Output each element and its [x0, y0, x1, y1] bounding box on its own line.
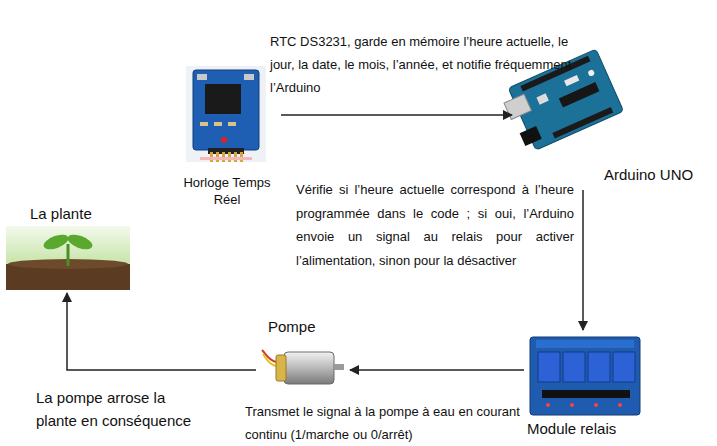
rtc-module-picture-part — [200, 157, 252, 160]
rtc-module-picture-part — [214, 122, 222, 126]
arduino-board-picture-part — [559, 82, 600, 107]
rtc-module-picture-part — [186, 66, 266, 162]
plant-picture-part — [6, 226, 130, 290]
component-label: Pompe — [268, 318, 316, 336]
rtc-module-picture-part — [228, 122, 236, 126]
relay-module-picture-part — [588, 352, 610, 382]
arduino-board-picture-part — [587, 69, 595, 77]
rtc-module-picture-part — [193, 70, 259, 150]
rtc-module-picture-part — [221, 137, 227, 143]
rtc-module-picture-part — [205, 84, 241, 114]
component-label: Arduino UNO — [604, 166, 693, 184]
arduino-board-picture-part — [552, 107, 613, 139]
component-node: Module relais — [524, 330, 646, 442]
arduino-board-picture-part — [564, 75, 579, 86]
pump-motor-picture-part — [276, 355, 286, 381]
relay-module-picture-part — [546, 403, 550, 407]
flow-arrow — [582, 190, 584, 330]
edge-description: Vérifie si l’heure actuelle correspond à… — [296, 178, 574, 272]
arduino-board-picture-part — [536, 93, 548, 104]
plant-picture-part — [66, 232, 95, 252]
plant-picture-part — [42, 232, 71, 252]
pump-motor-picture — [262, 350, 344, 384]
edge-description: RTC DS3231, garde en mémoire l’heure act… — [270, 30, 575, 99]
flow-arrow — [350, 369, 524, 371]
rtc-module-picture-part — [244, 74, 254, 80]
relay-module-picture-part — [570, 403, 574, 407]
component-node: Pompe — [256, 318, 350, 398]
rtc-module-picture-part — [200, 122, 208, 126]
edge-description: Transmet le signal à la pompe à eau en c… — [245, 400, 525, 446]
rtc-module-picture-part — [208, 148, 244, 154]
component-label: Module relais — [527, 420, 616, 438]
relay-module-picture-part — [542, 390, 630, 398]
relay-module-picture-part — [618, 403, 622, 407]
arduino-board-picture-part — [520, 126, 542, 146]
relay-module-picture-part — [536, 340, 634, 348]
component-node: La plante — [5, 205, 133, 293]
relay-module-picture — [530, 337, 640, 415]
relay-module-picture-part — [538, 352, 560, 382]
pump-motor-picture-part — [284, 352, 334, 384]
rtc-module-picture-part — [197, 74, 207, 80]
relay-module-picture-part — [563, 352, 585, 382]
component-label: La plante — [30, 205, 92, 223]
component-node: Arduino UNO — [512, 30, 712, 190]
rtc-module-picture — [186, 66, 266, 162]
flow-arrow — [67, 293, 256, 370]
relay-module-picture-part — [530, 337, 640, 415]
component-node: Horloge Temps Réel — [176, 64, 281, 212]
relay-module-picture-part — [613, 352, 635, 382]
component-label: Horloge Temps Réel — [176, 174, 278, 208]
pump-motor-picture-part — [263, 354, 276, 366]
flow-arrow — [281, 114, 512, 116]
edge-description: La pompe arrose la plante en conséquence — [36, 386, 201, 432]
plant-picture — [6, 226, 130, 290]
relay-module-picture-part — [594, 403, 598, 407]
pump-motor-picture-part — [334, 364, 344, 370]
plant-picture-part — [67, 244, 70, 266]
